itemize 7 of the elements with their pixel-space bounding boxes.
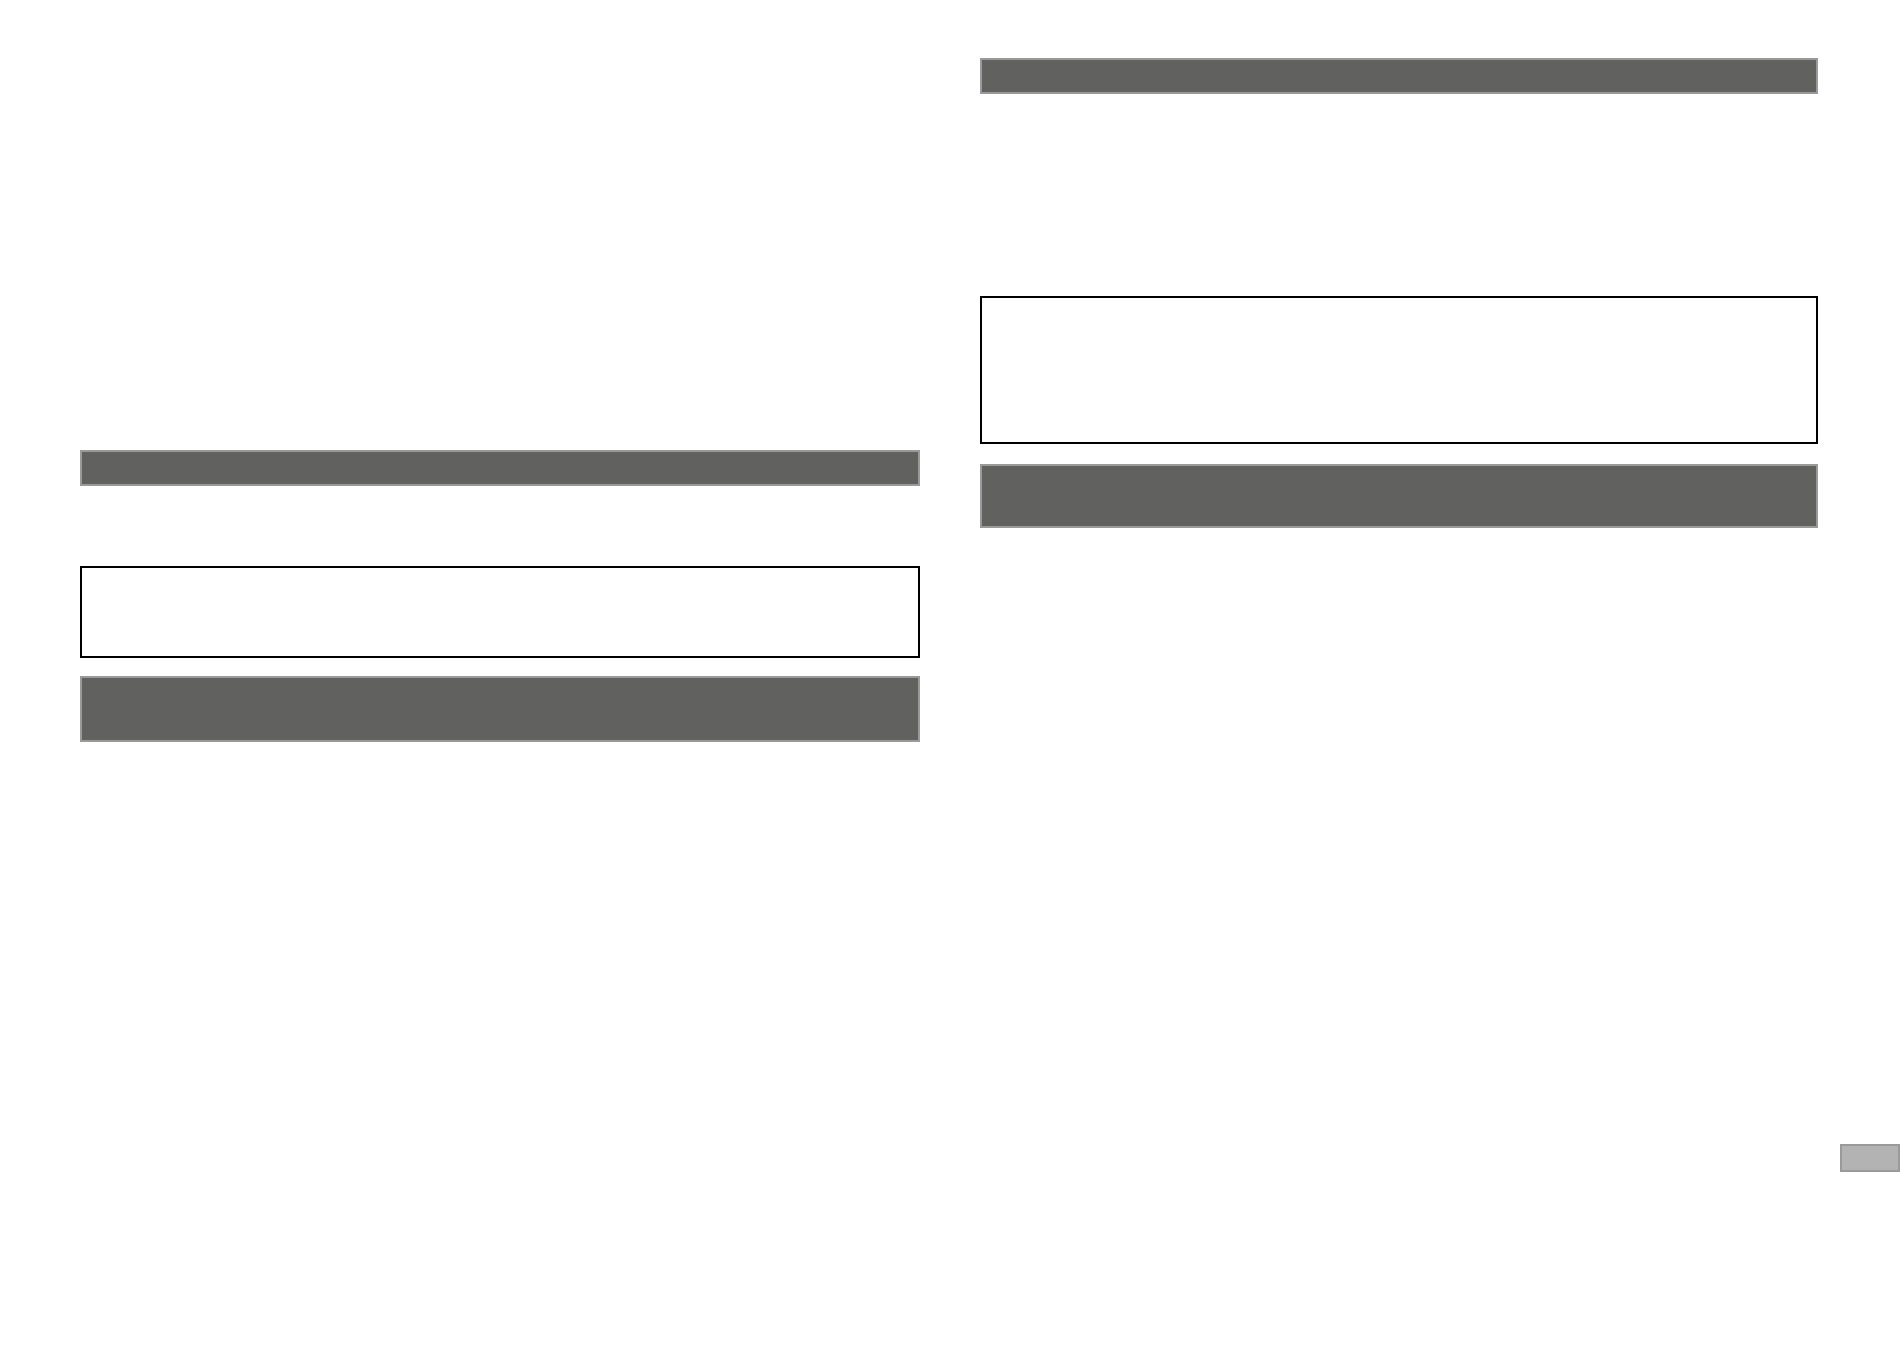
section-header-bar [80, 450, 920, 486]
section-header-bar [980, 464, 1818, 528]
page-tab [1840, 1144, 1900, 1172]
note-box [80, 566, 920, 658]
section-header-bar [980, 58, 1818, 94]
section-header-bar [80, 676, 920, 742]
note-box [980, 296, 1818, 444]
